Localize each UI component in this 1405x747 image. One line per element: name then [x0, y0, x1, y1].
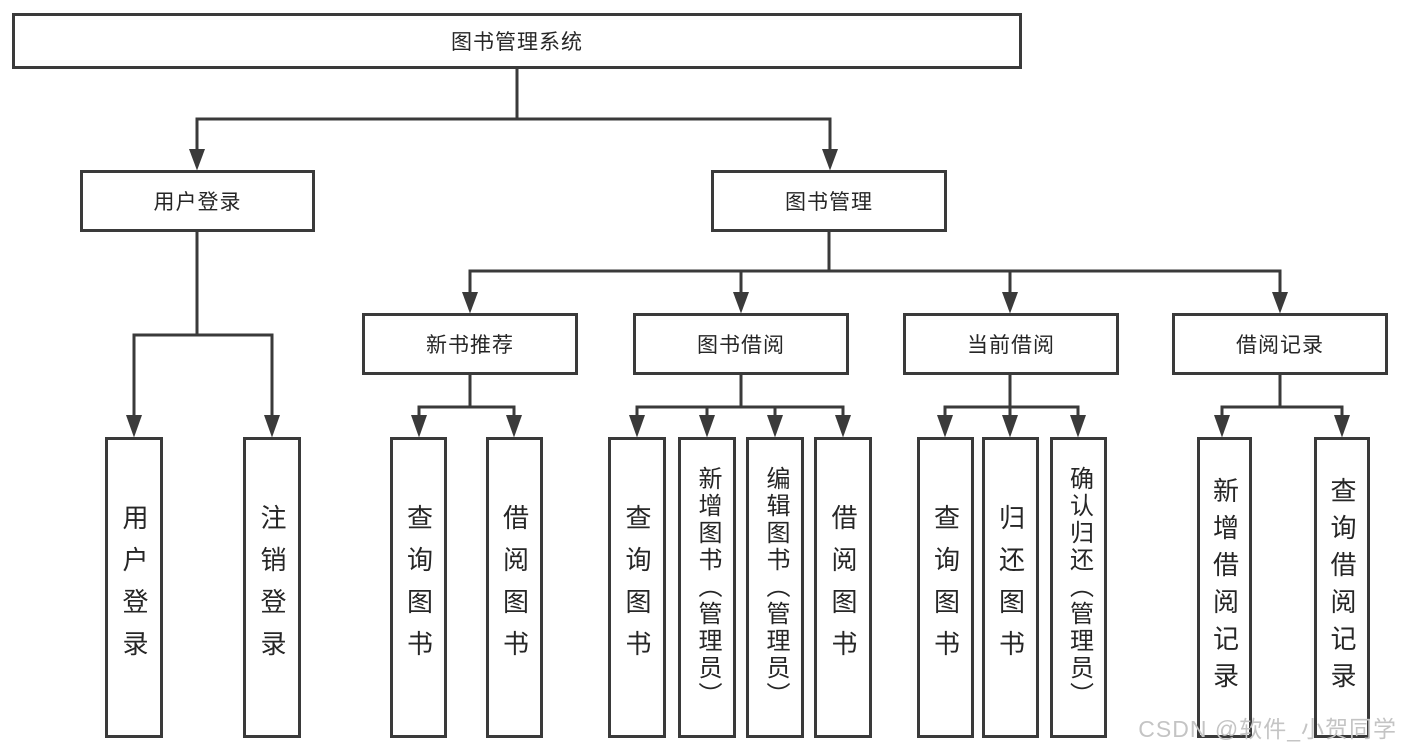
connector-book-mgmt-to-level3	[462, 232, 1288, 314]
node-root: 图书管理系统	[12, 13, 1022, 69]
leaf-logout: 注销登录	[243, 437, 301, 738]
connector-current-borrow-children	[937, 375, 1086, 438]
leaf-records-query: 查询借阅记录	[1314, 437, 1370, 738]
leaf-borrow-query: 查询图书	[608, 437, 666, 738]
csdn-watermark: CSDN @软件_小贺同学	[1138, 716, 1397, 742]
leaf-current-query: 查询图书	[917, 437, 974, 738]
node-current-borrow: 当前借阅	[903, 313, 1119, 375]
connector-borrow-records-children	[1214, 375, 1350, 438]
leaf-user-login: 用户登录	[105, 437, 163, 738]
node-book-borrow: 图书借阅	[633, 313, 849, 375]
node-borrow-records: 借阅记录	[1172, 313, 1388, 375]
leaf-current-return: 归还图书	[982, 437, 1039, 738]
connector-book-borrow-children	[629, 375, 851, 438]
connector-user-login-children	[126, 232, 280, 438]
node-new-book-recommend: 新书推荐	[362, 313, 578, 375]
leaf-records-add: 新增借阅记录	[1197, 437, 1252, 738]
leaf-current-confirm-admin: 确认归还（管理员）	[1050, 437, 1107, 738]
connector-new-book-children	[411, 375, 522, 438]
connector-root-to-level2	[189, 68, 838, 171]
leaf-borrow-book: 借阅图书	[814, 437, 872, 738]
leaf-newbook-borrow: 借阅图书	[486, 437, 543, 738]
leaf-newbook-query: 查询图书	[390, 437, 447, 738]
leaf-borrow-add-admin: 新增图书（管理员）	[678, 437, 736, 738]
leaf-borrow-edit-admin: 编辑图书（管理员）	[746, 437, 804, 738]
node-user-login: 用户登录	[80, 170, 315, 232]
node-book-management: 图书管理	[711, 170, 947, 232]
